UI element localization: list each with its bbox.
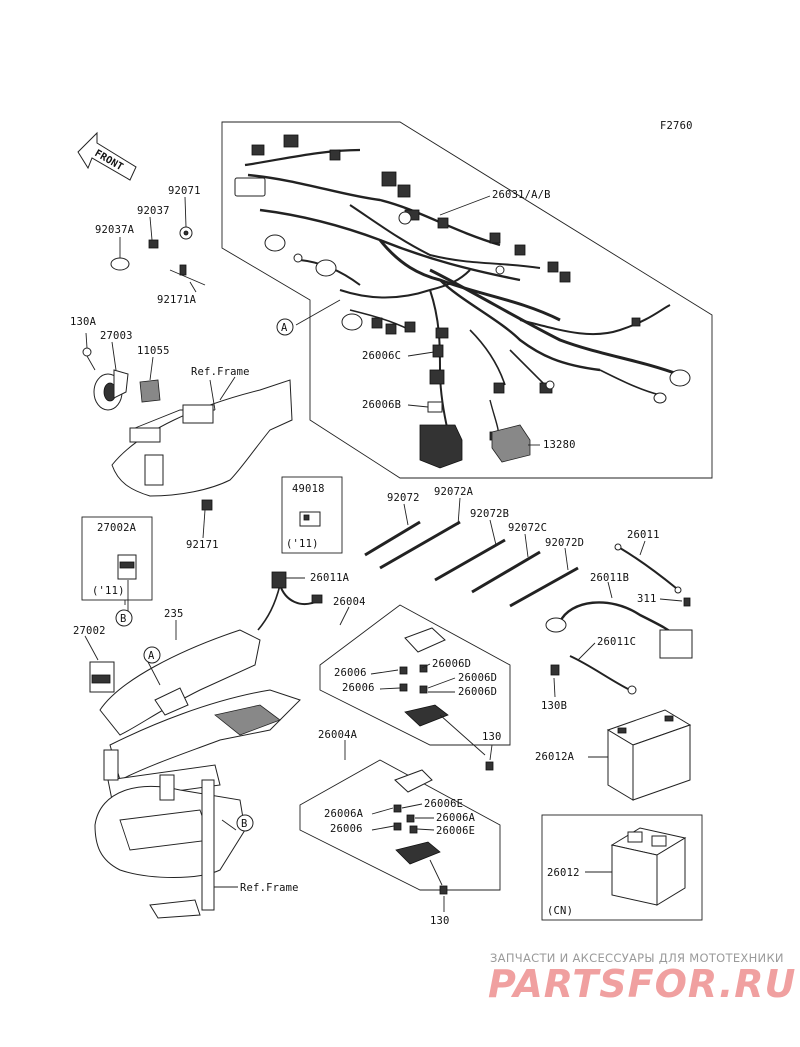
label-92171A: 92171A bbox=[157, 294, 197, 306]
relay-49018 bbox=[299, 511, 321, 527]
relay-27002A bbox=[117, 554, 137, 580]
label-26004: 26004 bbox=[333, 596, 366, 608]
label-11-relay-49018: ('11) bbox=[286, 538, 319, 550]
main-wiring-harness bbox=[234, 134, 691, 469]
callout-a-frame: A bbox=[143, 646, 161, 664]
label-27003: 27003 bbox=[100, 330, 133, 342]
label-130-1: 130 bbox=[482, 731, 502, 743]
label-11-relay-27002A: ('11) bbox=[92, 585, 125, 597]
watermark: ЗАПЧАСТИ И АКСЕССУАРЫ ДЛЯ МОТОТЕХНИКИ PA… bbox=[488, 951, 796, 1006]
label-cn: (CN) bbox=[547, 905, 573, 917]
label-26012A: 26012A bbox=[535, 751, 575, 763]
label-92072B: 92072B bbox=[470, 508, 509, 520]
label-27002: 27002 bbox=[73, 625, 106, 637]
leader-lines bbox=[84, 195, 683, 912]
label-26006B: 26006B bbox=[362, 399, 401, 411]
label-ref-frame-2: Ref.Frame bbox=[240, 882, 299, 894]
fuse-box-26004 bbox=[399, 627, 494, 771]
label-26031: 26031/A/B bbox=[492, 189, 551, 201]
figure-code: F2760 bbox=[660, 120, 693, 132]
label-311: 311 bbox=[637, 593, 657, 605]
relay-27002A-box bbox=[81, 516, 153, 601]
relay-49018-box bbox=[281, 476, 343, 554]
label-26006D-1: 26006D bbox=[432, 658, 471, 670]
label-ref-frame-1: Ref.Frame bbox=[191, 366, 250, 378]
battery-26012-box bbox=[541, 814, 703, 921]
label-26006D-2: 26006D bbox=[458, 672, 497, 684]
label-26012: 26012 bbox=[547, 867, 580, 879]
label-26006-a: 26006 bbox=[334, 667, 367, 679]
fuse-box-26004A bbox=[393, 769, 448, 895]
label-92037A: 92037A bbox=[95, 224, 135, 236]
label-26011B: 26011B bbox=[590, 572, 629, 584]
label-26006D-3: 26006D bbox=[458, 686, 497, 698]
label-26011: 26011 bbox=[627, 529, 660, 541]
label-26006C: 26006C bbox=[362, 350, 401, 362]
rear-frame bbox=[94, 629, 301, 919]
part-labels: F2760 26031/A/B 92071 92037 92037A 92171… bbox=[70, 120, 693, 927]
callout-b-relay: B bbox=[115, 609, 133, 627]
label-26006E-1: 26006E bbox=[424, 798, 463, 810]
label-92072: 92072 bbox=[387, 492, 420, 504]
label-235: 235 bbox=[164, 608, 184, 620]
label-92037: 92037 bbox=[137, 205, 170, 217]
label-92072D: 92072D bbox=[545, 537, 584, 549]
callout-a-label-2: A bbox=[148, 650, 155, 662]
label-27002A: 27002A bbox=[97, 522, 137, 534]
horn-assembly bbox=[82, 347, 161, 411]
label-92071: 92071 bbox=[168, 185, 201, 197]
battery-cables bbox=[545, 543, 693, 695]
label-26006A-1: 26006A bbox=[324, 808, 364, 820]
label-26006E-2: 26006E bbox=[436, 825, 475, 837]
label-26011C: 26011C bbox=[597, 636, 636, 648]
relay-27002 bbox=[89, 661, 115, 693]
callout-b-label-2: B bbox=[241, 818, 248, 830]
callout-b-label: B bbox=[120, 613, 127, 625]
callout-b-frame: B bbox=[236, 814, 254, 832]
harness-group-outline bbox=[221, 121, 713, 479]
label-13280: 13280 bbox=[543, 439, 576, 451]
battery-26012 bbox=[610, 827, 687, 906]
fusebox-26004-group-outline bbox=[319, 604, 511, 746]
label-26006-c: 26006 bbox=[330, 823, 363, 835]
label-26011A: 26011A bbox=[310, 572, 350, 584]
front-frame bbox=[111, 379, 293, 511]
cable-straps bbox=[364, 520, 579, 608]
callout-a-harness: A bbox=[276, 318, 294, 336]
label-130A: 130A bbox=[70, 316, 97, 328]
label-92072C: 92072C bbox=[508, 522, 547, 534]
label-11055: 11055 bbox=[137, 345, 170, 357]
sub-harness-26011A bbox=[257, 571, 323, 631]
small-fasteners bbox=[110, 226, 206, 286]
fusebox-26004A-group-outline bbox=[299, 759, 501, 891]
battery-26012A bbox=[606, 709, 692, 801]
front-arrow-icon: FRONT bbox=[77, 131, 137, 181]
label-92171: 92171 bbox=[186, 539, 219, 551]
label-26004A: 26004A bbox=[318, 729, 358, 741]
callout-a-label: A bbox=[281, 322, 288, 334]
watermark-brand: PARTSFOR.RU bbox=[488, 962, 796, 1006]
label-26006A-2: 26006A bbox=[436, 812, 476, 824]
label-92072A: 92072A bbox=[434, 486, 474, 498]
watermark-tagline: ЗАПЧАСТИ И АКСЕССУАРЫ ДЛЯ МОТОТЕХНИКИ bbox=[490, 951, 784, 965]
label-49018: 49018 bbox=[292, 483, 325, 495]
label-130-2: 130 bbox=[430, 915, 450, 927]
label-26006-b: 26006 bbox=[342, 682, 375, 694]
label-130B: 130B bbox=[541, 700, 567, 712]
